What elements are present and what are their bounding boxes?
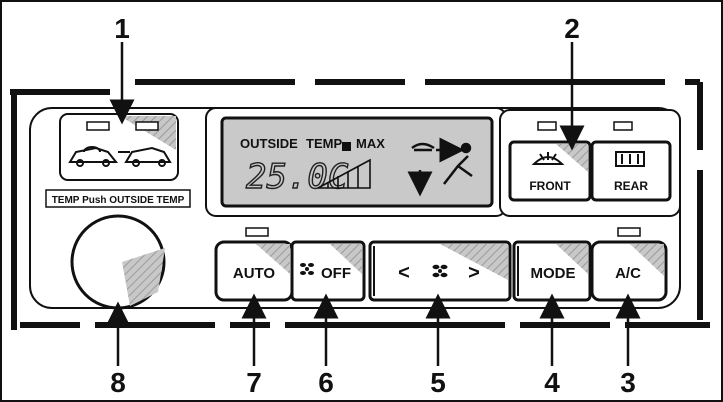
auto-led <box>245 227 269 237</box>
front-defrost-led <box>537 121 557 131</box>
panel-bezel <box>10 79 710 330</box>
callout-3: 3 <box>620 367 636 398</box>
fan-small-icon <box>342 142 351 151</box>
front-defrost-label: FRONT <box>529 179 571 193</box>
off-label: OFF <box>321 265 351 282</box>
auto-label: AUTO <box>233 265 276 282</box>
knob-shade <box>122 248 165 306</box>
car-fresh-air-icon <box>118 146 172 167</box>
temp-knob-label: TEMP Push OUTSIDE TEMP <box>52 195 185 206</box>
lcd-display: OUTSIDE TEMP MAX 25.0C <box>220 116 494 208</box>
callout-5: 5 <box>430 367 446 398</box>
mode-button[interactable]: MODE <box>512 240 592 302</box>
front-defrost-icon <box>531 152 565 165</box>
shade-hatch <box>120 116 176 150</box>
callout-4: 4 <box>544 367 560 398</box>
off-shade <box>330 244 362 274</box>
mode-shade <box>556 244 588 274</box>
rear-defrost-label: REAR <box>614 179 648 193</box>
fan-speed-icon <box>432 264 448 278</box>
fan-speed-rocker[interactable]: < > <box>368 240 512 302</box>
air-intake-selector[interactable] <box>59 113 179 181</box>
lcd-temp-label: TEMP <box>306 136 342 151</box>
rear-defrost-icon <box>615 151 645 167</box>
fan-rocker-shade <box>440 244 508 280</box>
ac-led <box>617 227 641 237</box>
callout-8: 8 <box>110 367 126 398</box>
recirc-indicator-led <box>86 121 110 131</box>
auto-button[interactable]: AUTO <box>214 240 294 302</box>
airflow-mode-icon <box>407 137 473 197</box>
auto-shade <box>256 244 290 274</box>
fan-icon <box>300 263 314 275</box>
temperature-knob[interactable] <box>70 214 166 310</box>
lcd-outside-label: OUTSIDE <box>240 136 298 151</box>
callout-7: 7 <box>246 367 262 398</box>
ac-label: A/C <box>615 265 641 282</box>
lcd-max-label: MAX <box>356 136 385 151</box>
callout-1: 1 <box>114 13 130 44</box>
callout-arrows <box>105 42 641 366</box>
fan-speed-down-icon[interactable]: < <box>398 262 410 284</box>
rear-defrost-led <box>613 121 633 131</box>
rear-defrost-button[interactable]: REAR <box>590 140 672 202</box>
fan-speed-up-icon[interactable]: > <box>468 262 480 284</box>
fan-level-bars-icon <box>317 158 371 189</box>
car-recirculate-icon <box>68 146 119 167</box>
front-shade <box>556 144 588 172</box>
front-defrost-button[interactable]: FRONT <box>508 140 592 202</box>
ac-button[interactable]: A/C <box>590 240 668 302</box>
temp-knob-label-box: TEMP Push OUTSIDE TEMP <box>45 189 191 208</box>
off-button[interactable]: OFF <box>290 240 366 302</box>
mode-label: MODE <box>531 265 576 282</box>
ac-shade <box>630 244 664 276</box>
callout-2: 2 <box>564 13 580 44</box>
lcd-temperature-readout: 25.0C <box>246 157 349 197</box>
fresh-indicator-led <box>135 121 159 131</box>
callout-6: 6 <box>318 367 334 398</box>
